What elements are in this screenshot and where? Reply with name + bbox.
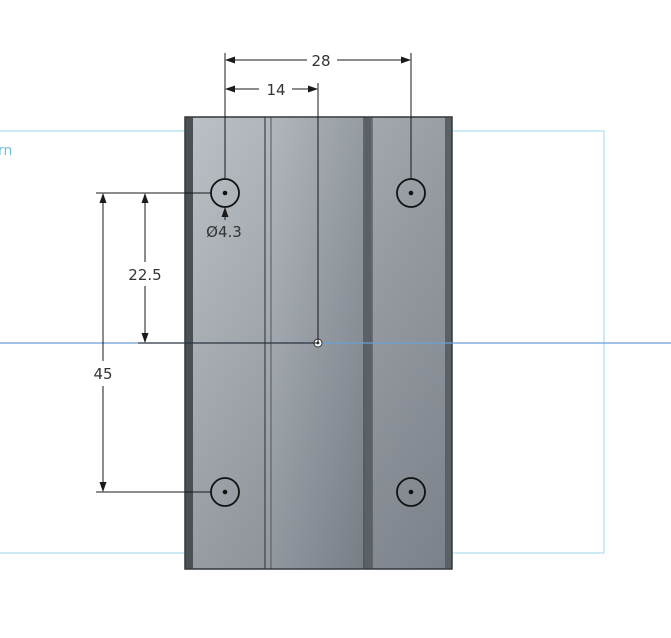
dimension-value-width-total: 28	[311, 52, 330, 70]
hole-circle-icon	[396, 477, 426, 507]
hole-center-icon	[408, 489, 414, 495]
sketch-label: rn	[0, 143, 12, 159]
dimension-hole-diameter[interactable]: Ø4.3	[206, 207, 242, 241]
dimension-height-total[interactable]: 45	[93, 192, 212, 493]
dimension-value-hole-diameter: Ø4.3	[206, 223, 242, 241]
hole-center-icon	[222, 489, 228, 495]
hole-center-icon	[222, 190, 228, 196]
dimension-width-total[interactable]: 28	[224, 52, 412, 179]
dimension-value-height-total: 45	[93, 365, 112, 383]
dimension-value-height-half: 22.5	[128, 266, 161, 284]
hole-center-icon	[408, 190, 414, 196]
mounting-hole-bottom-right[interactable]	[396, 477, 426, 507]
dimension-width-half[interactable]: 14	[225, 81, 319, 343]
dimension-value-width-half: 14	[266, 81, 285, 99]
dimension-height-half[interactable]: 22.5	[128, 192, 318, 344]
